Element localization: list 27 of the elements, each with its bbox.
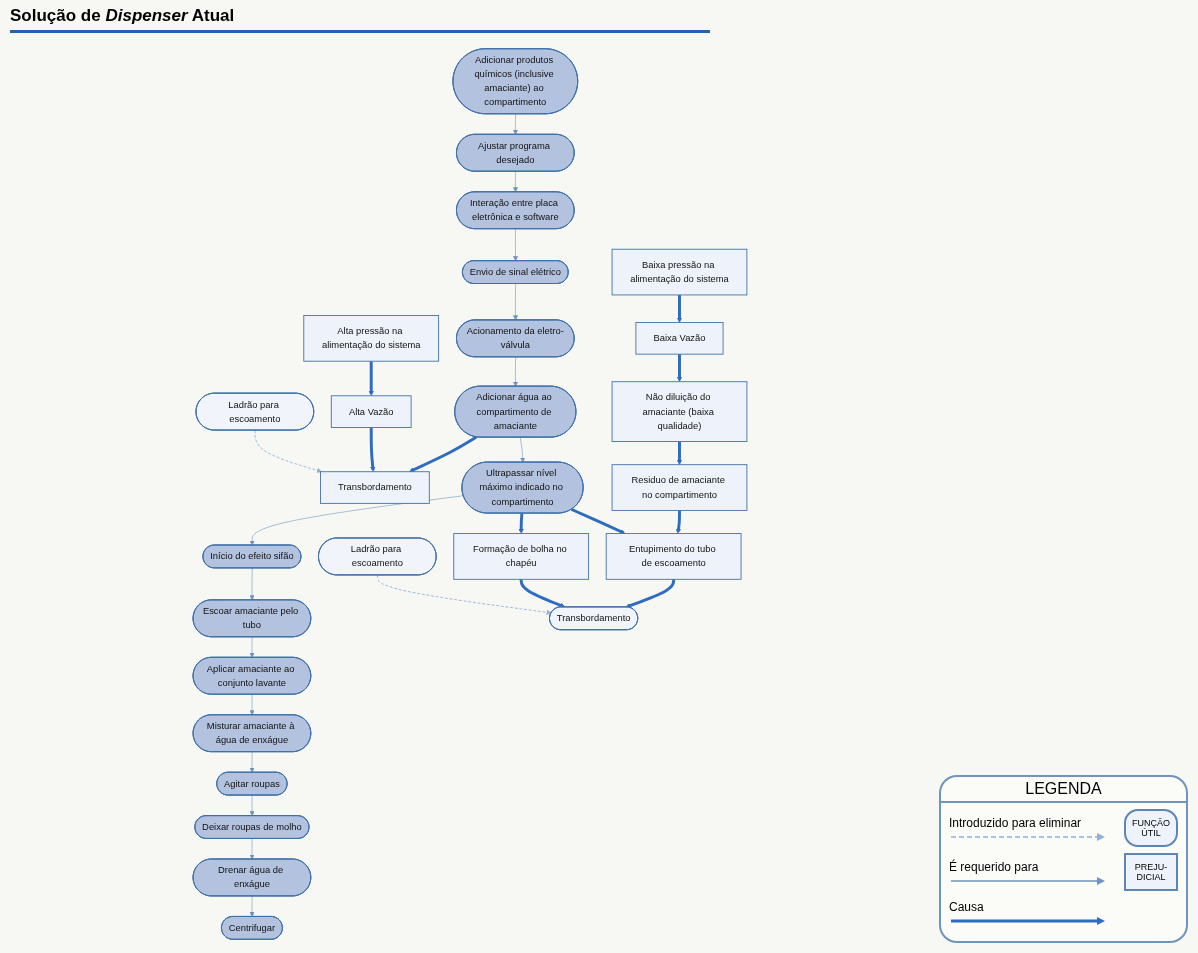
arrow [369, 427, 376, 472]
node-box: Residuo de amaciante no compartimento [611, 464, 748, 511]
legend-label: É requerido para [949, 860, 1039, 874]
node-box: Alta pressão na alimentação do sistema [303, 315, 440, 362]
node-box: Formação de bolha no chapéu [453, 533, 590, 580]
harm-sample: PREJU- DICIAL [1124, 853, 1178, 891]
node-box: Não diluição do amaciante (baixa qualidade) [611, 381, 748, 442]
arrow [675, 510, 682, 534]
arrow [676, 354, 683, 382]
function-sample: FUNÇÃO ÚTIL [1124, 809, 1178, 847]
legend-heading: LEGENDA [941, 777, 1186, 803]
arrow [676, 441, 683, 465]
arrow [368, 361, 374, 397]
legend-label: Causa [949, 900, 984, 914]
node-box: Baixa pressão na alimentação do sistema [611, 248, 748, 296]
arrow [409, 435, 478, 473]
node-box: Baixa Vazão [635, 322, 724, 355]
node-box: Alta Vazão [330, 395, 412, 428]
arrow [519, 579, 566, 608]
arrow [518, 513, 524, 534]
arrow [570, 508, 626, 534]
node-box: Transbordamento [320, 471, 430, 504]
node-box: Entupimento do tubo de escoamento [605, 533, 742, 580]
legend-label: Introduzido para eliminar [949, 816, 1082, 830]
title: Solução de Dispenser Atual [10, 6, 710, 33]
arrow [625, 579, 676, 608]
arrow [676, 294, 683, 323]
